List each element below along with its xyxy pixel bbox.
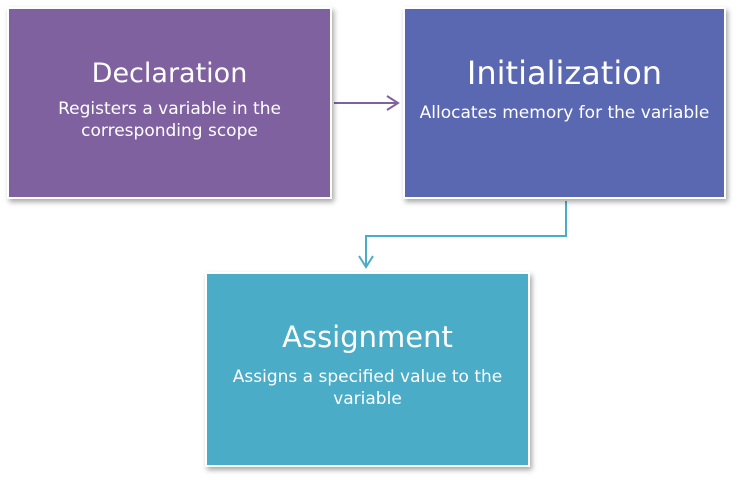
node-assignment: Assignment Assigns a specified value to … xyxy=(205,272,530,467)
node-title: Assignment xyxy=(282,320,453,354)
node-description: Registers a variable in the correspondin… xyxy=(58,99,281,142)
node-description: Allocates memory for the variable xyxy=(419,103,710,124)
node-description: Assigns a specified value to the variabl… xyxy=(232,366,503,409)
node-title: Initialization xyxy=(466,54,663,92)
node-declaration: Declaration Registers a variable in the … xyxy=(7,7,332,199)
node-title: Declaration xyxy=(91,58,248,89)
node-initialization: Initialization Allocates memory for the … xyxy=(403,7,726,199)
arrow-initialization-to-assignment xyxy=(358,201,567,269)
arrow-declaration-to-initialization xyxy=(334,95,400,111)
